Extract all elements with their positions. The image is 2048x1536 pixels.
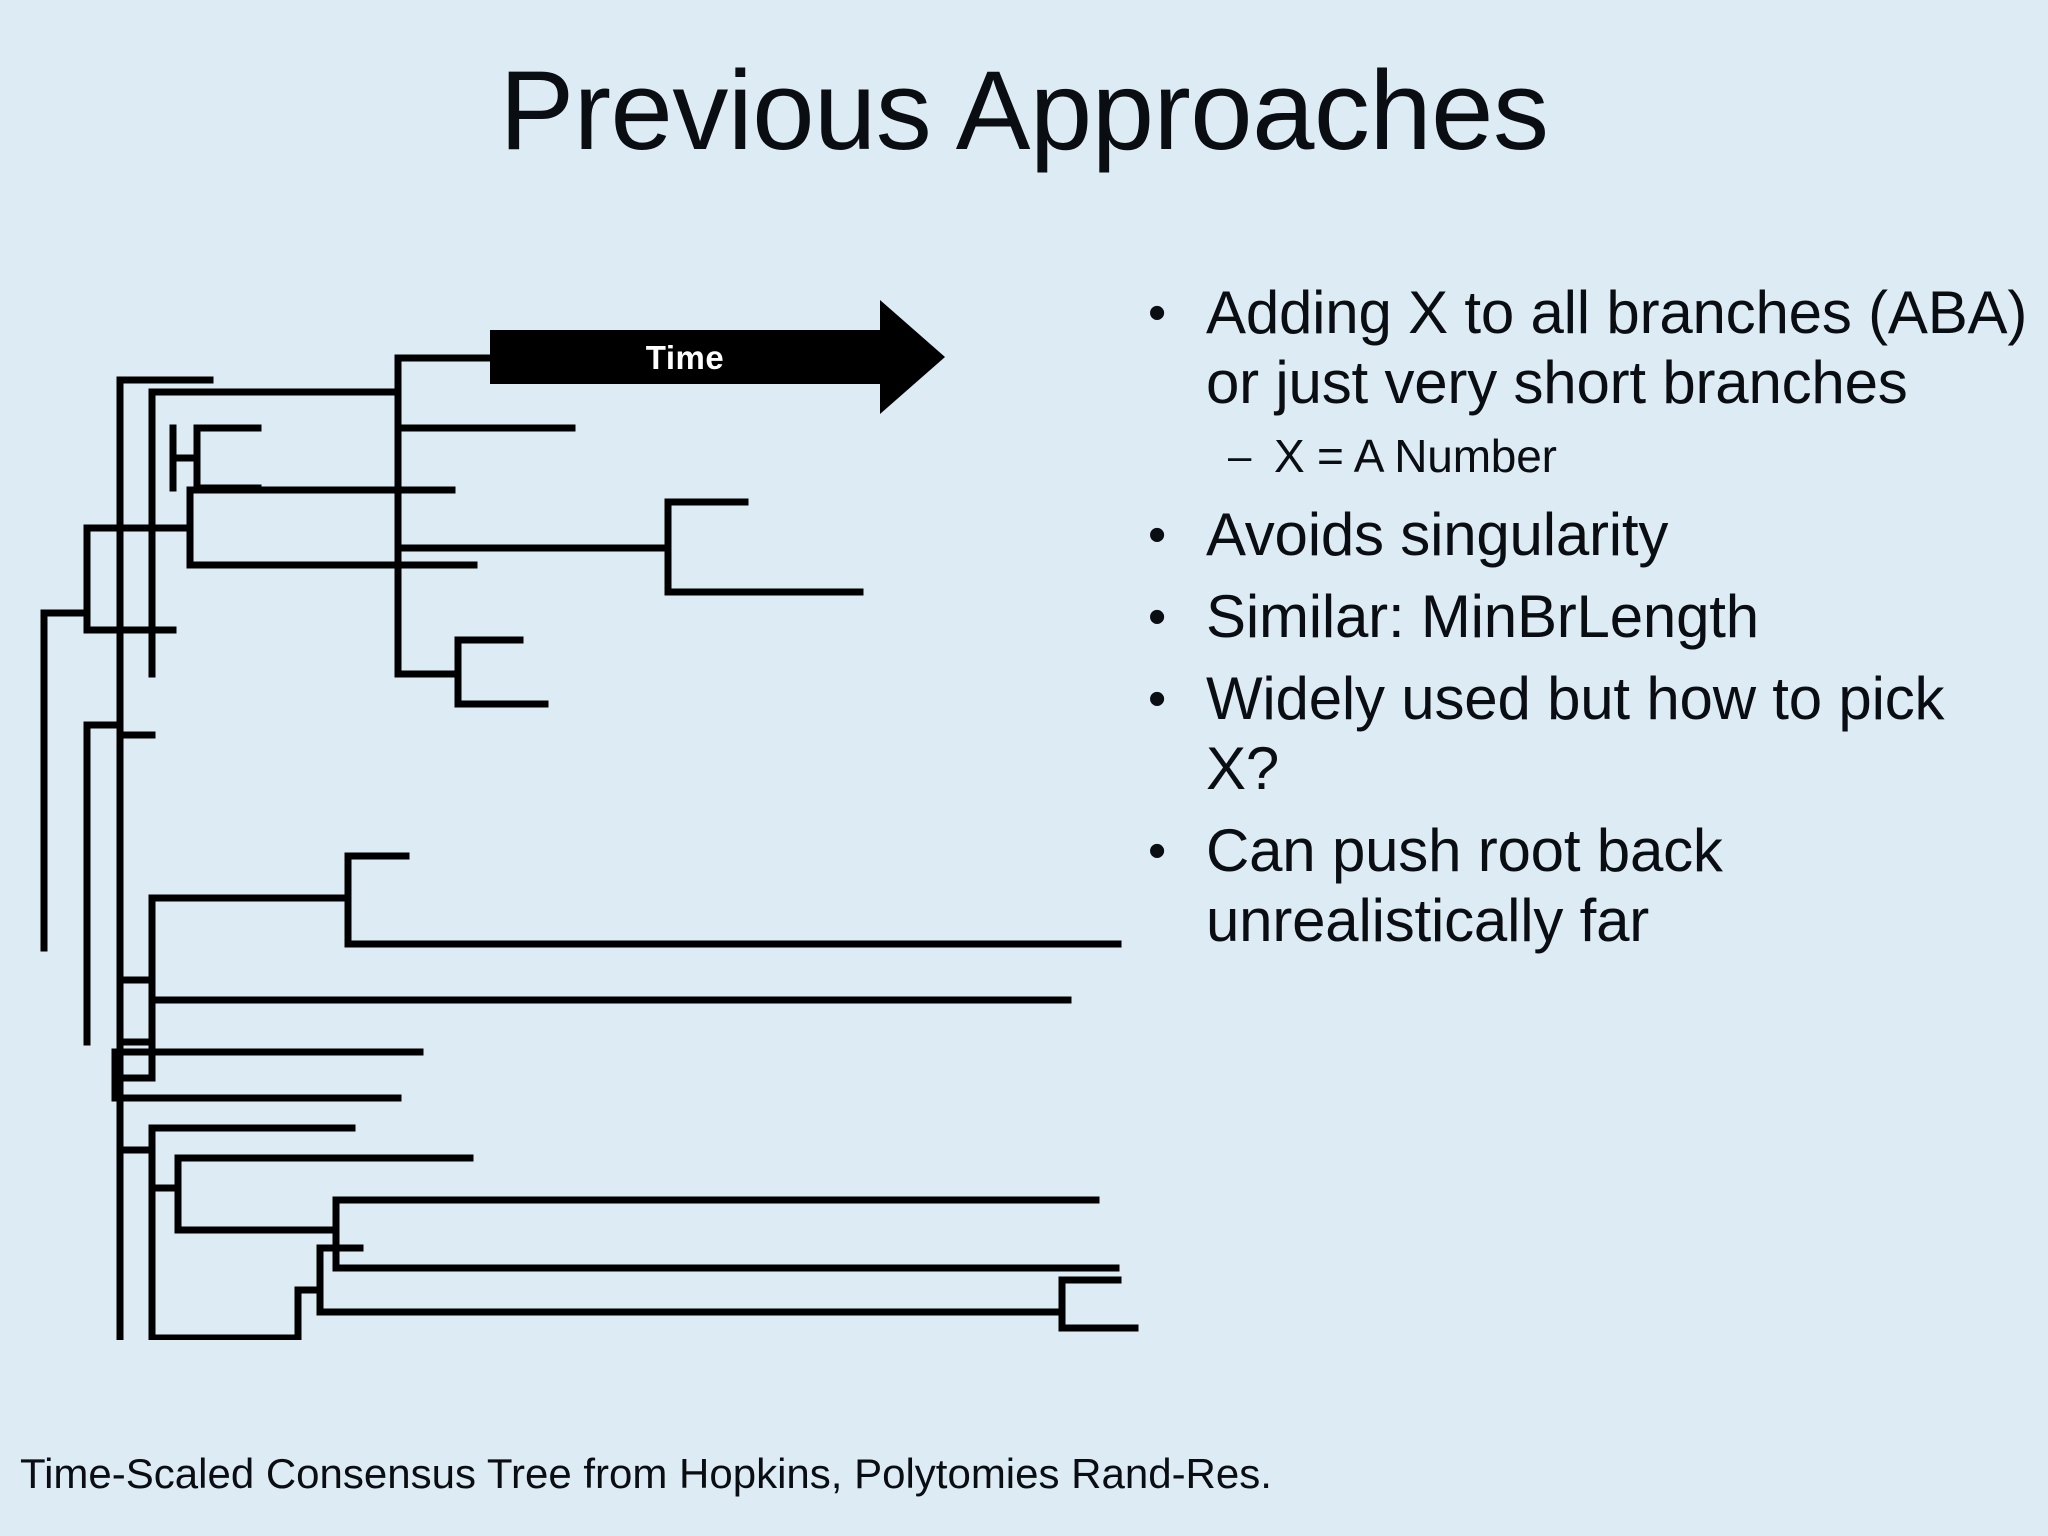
bullet-dot-icon: • xyxy=(1148,822,1167,880)
bullet-dot-icon: • xyxy=(1148,588,1167,646)
bullet-item: • Avoids singularity xyxy=(1148,500,2028,570)
bullet-text: Similar: MinBrLength xyxy=(1206,583,1759,650)
bullet-dot-icon: • xyxy=(1148,506,1167,564)
time-arrow-label: Time xyxy=(645,339,725,376)
bullet-text: Can push root back unrealistically far xyxy=(1206,817,1723,954)
bullet-dot-icon: • xyxy=(1148,670,1167,728)
sub-bullet-item: –X = A Number xyxy=(1228,426,2028,486)
page-title: Previous Approaches xyxy=(499,48,1549,173)
bullet-text: Avoids singularity xyxy=(1206,501,1669,568)
time-arrow xyxy=(490,296,950,418)
bullet-list: • Adding X to all branches (ABA) or just … xyxy=(1148,278,2028,968)
bullet-item: • Widely used but how to pick X? xyxy=(1148,664,2028,804)
bullet-text: Adding X to all branches (ABA) or just v… xyxy=(1206,279,2028,416)
bullet-item: • Can push root back unrealistically far xyxy=(1148,816,2028,956)
bullet-text: X = A Number xyxy=(1274,430,1557,482)
dash-icon: – xyxy=(1228,432,1252,479)
arrow-polygon xyxy=(490,300,945,414)
bullet-item: • Similar: MinBrLength xyxy=(1148,582,2028,652)
time-arrow-shape xyxy=(490,300,945,414)
tree-diagram xyxy=(40,354,1139,1340)
phylogenetic-tree xyxy=(0,280,1160,1340)
bullet-item: • Adding X to all branches (ABA) or just … xyxy=(1148,278,2028,418)
bullet-text: Widely used but how to pick X? xyxy=(1206,665,1945,802)
bullet-dot-icon: • xyxy=(1148,284,1167,342)
tree-branch-lines xyxy=(40,354,1139,1340)
footer-caption: Time-Scaled Consensus Tree from Hopkins,… xyxy=(20,1450,1272,1497)
